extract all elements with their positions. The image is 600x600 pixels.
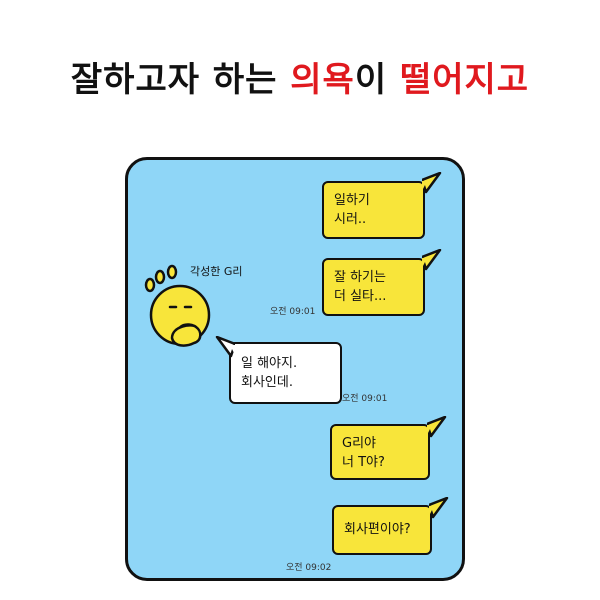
avatar-icon xyxy=(144,264,211,347)
bubble-tail-2 xyxy=(422,249,442,271)
message-5-line-1: 회사편이야? xyxy=(344,522,411,537)
message-3-line-2: 회사인데. xyxy=(241,375,293,390)
message-bubble-4: G리야 너 T야? xyxy=(330,424,430,480)
title-part-2: 이 xyxy=(354,60,400,100)
message-bubble-5: 회사편이야? xyxy=(332,505,432,555)
title-highlight-1: 의욕 xyxy=(290,60,355,100)
message-2-line-2: 더 실타... xyxy=(334,289,387,304)
message-bubble-2: 잘 하기는 더 실타... xyxy=(322,258,425,316)
message-2-time: 오전 09:01 xyxy=(270,307,316,317)
message-3-time: 오전 09:01 xyxy=(342,394,388,404)
bubble-tail-1 xyxy=(422,172,442,194)
title-highlight-2: 떨어지고 xyxy=(399,60,530,100)
message-bubble-1: 일하기 시러.. xyxy=(322,181,425,239)
bubble-tail-3 xyxy=(215,336,235,358)
bubble-tail-4 xyxy=(427,416,447,438)
sender-name: 각성한 G리 xyxy=(190,265,243,278)
message-bubble-3: 일 해야지. 회사인데. xyxy=(229,342,342,404)
message-4-line-1: G리야 xyxy=(342,436,376,451)
phone-chat-screen: 일하기 시러.. 각성한 G리 잘 하기는 더 실타... 오전 09:01 일… xyxy=(125,157,465,581)
message-5-time: 오전 09:02 xyxy=(286,563,332,573)
message-1-line-1: 일하기 xyxy=(334,193,370,208)
message-4-line-2: 너 T야? xyxy=(342,455,385,470)
message-2-line-1: 잘 하기는 xyxy=(334,270,386,285)
bubble-tail-5 xyxy=(429,497,449,519)
page-title: 잘하고자 하는 의욕이 떨어지고 xyxy=(0,52,600,101)
message-3-line-1: 일 해야지. xyxy=(241,356,298,371)
message-1-line-2: 시러.. xyxy=(334,212,367,227)
title-part-1: 잘하고자 하는 xyxy=(70,60,291,100)
